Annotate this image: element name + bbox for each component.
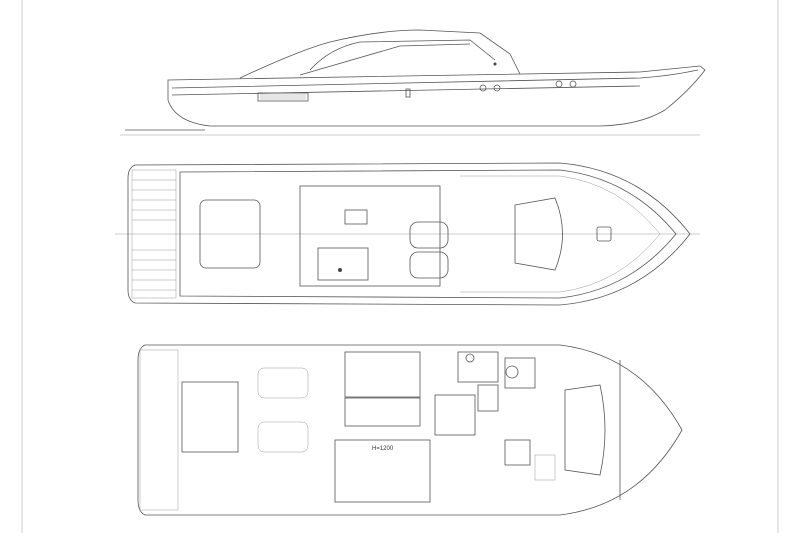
forward-hatch [596,226,612,242]
cabin-aft-port [334,439,431,503]
swim-platform-lower [139,349,179,511]
hardtop [239,29,521,79]
porthole [555,80,563,88]
galley [317,247,369,281]
deck-plan-view [115,162,700,306]
head [457,351,499,383]
cockpit [299,185,441,287]
engine [257,421,309,453]
lower-hull-outline [137,344,683,516]
sunpad [199,199,261,269]
copilot-seat [409,251,449,279]
engine [257,367,309,399]
helm-seat [409,221,449,249]
deck-outline [127,162,691,306]
porthole [569,80,577,88]
swim-platform [131,169,177,299]
lower-deck-view: H=1200 [137,344,683,516]
engine-room [181,381,239,453]
side-profile-view [120,29,706,136]
table [344,209,368,225]
cabin-aft-starboard [344,351,421,398]
height-label: H=1200 [372,446,394,452]
hull-vents [257,92,309,102]
hatch [514,197,563,271]
hull-outline [167,65,706,127]
porthole [479,84,487,92]
forward-cabin-berth [564,384,606,476]
porthole [493,84,501,92]
